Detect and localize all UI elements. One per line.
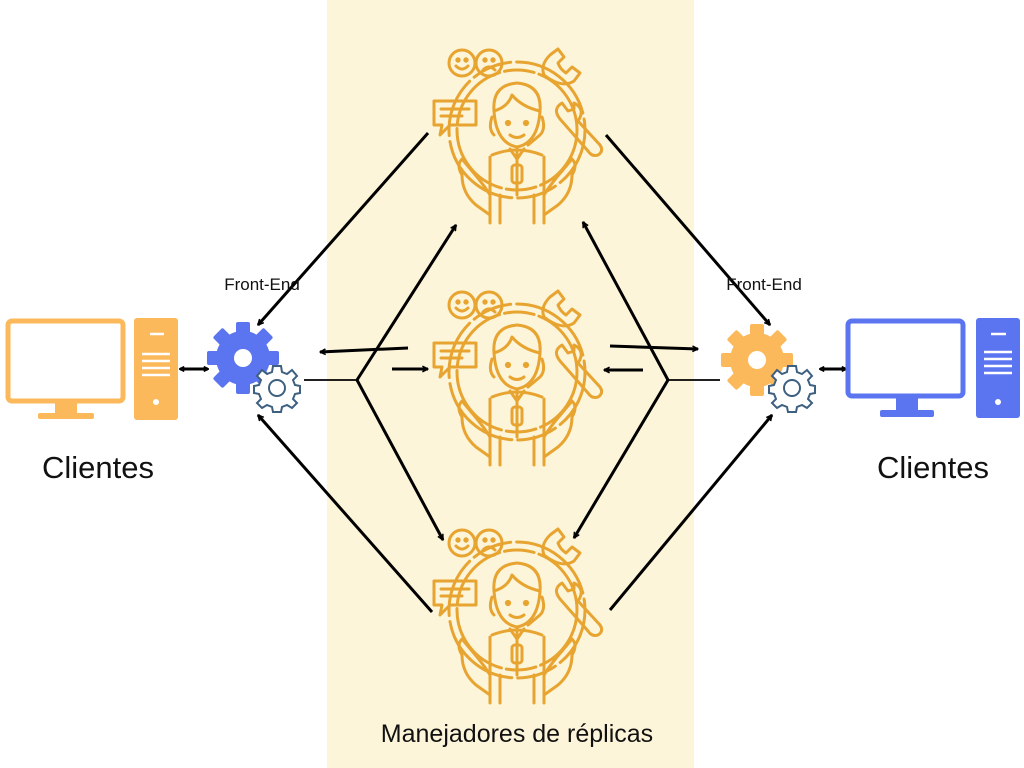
replica-manager-band bbox=[327, 0, 694, 768]
arrow-right-splitter-to-top bbox=[581, 222, 670, 381]
desktop-computer-icon bbox=[848, 318, 1020, 418]
client-right-label: Clientes bbox=[877, 450, 989, 485]
client-right-computer bbox=[848, 318, 1020, 418]
frontend-right bbox=[721, 324, 816, 413]
frontend-left-label: Front-End bbox=[224, 275, 300, 294]
client-left-computer bbox=[8, 318, 178, 420]
gears-icon bbox=[721, 324, 816, 413]
arrow-top-to-left-frontend bbox=[258, 132, 430, 325]
arrow-right-splitter-to-bottom bbox=[572, 379, 670, 538]
arrow-bottom-to-left-frontend bbox=[258, 415, 434, 613]
connections bbox=[180, 132, 846, 613]
arrow-middle-to-left-frontend bbox=[320, 346, 409, 352]
frontend-right-label: Front-End bbox=[726, 275, 802, 294]
arrow-bottom-to-right-frontend bbox=[608, 415, 774, 611]
replicas-label: Manejadores de réplicas bbox=[381, 720, 653, 748]
arrow-left-splitter-to-top bbox=[355, 225, 458, 381]
arrow-top-to-right-frontend bbox=[604, 134, 772, 325]
desktop-computer-icon bbox=[8, 318, 178, 420]
arrow-left-splitter-to-bottom bbox=[355, 379, 445, 540]
arrow-middle-to-right-frontend bbox=[609, 344, 698, 349]
client-left-label: Clientes bbox=[42, 450, 154, 485]
frontend-left bbox=[207, 322, 301, 413]
gears-icon bbox=[207, 322, 301, 413]
